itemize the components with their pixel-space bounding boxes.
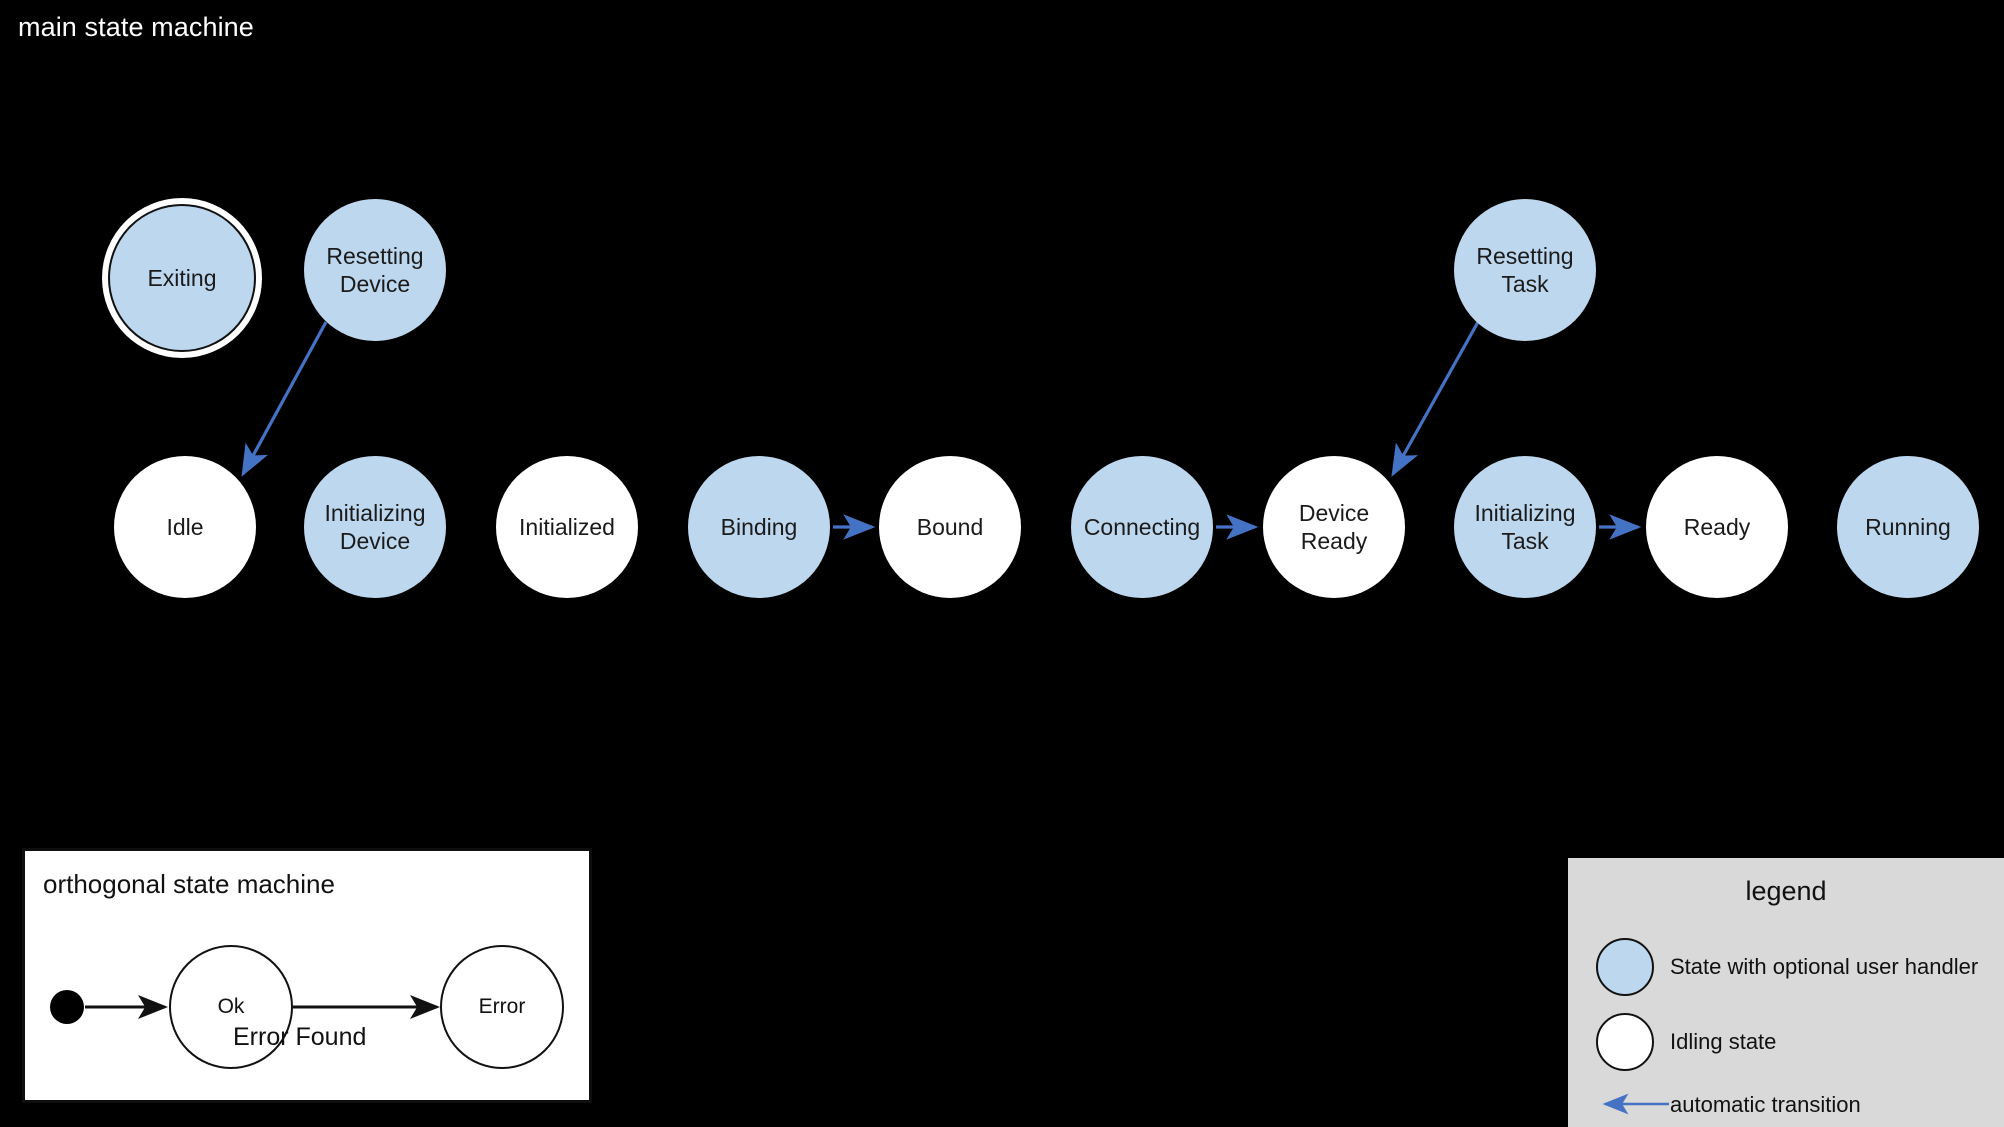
state-node-initializing-device[interactable]: Initializing Device bbox=[304, 456, 446, 598]
ortho-state-node-ok[interactable]: Ok bbox=[169, 945, 293, 1069]
page-title: main state machine bbox=[18, 12, 254, 42]
ortho-state-label-error: Error bbox=[478, 995, 526, 1018]
state-node-connecting[interactable]: Connecting bbox=[1071, 456, 1213, 598]
state-label-initializing-task: Initializing Task bbox=[1474, 499, 1576, 554]
orthogonal-state-machine-panel: orthogonal state machine Ok Error Error … bbox=[22, 848, 592, 1103]
legend-panel: legend State with optional user handler … bbox=[1568, 858, 2004, 1127]
handler-state-circle-icon bbox=[1596, 938, 1654, 996]
legend-label-automatic-transition: automatic transition bbox=[1670, 1092, 1861, 1117]
state-node-exiting[interactable]: Exiting bbox=[102, 198, 262, 358]
legend-item-idling-state: Idling state bbox=[1596, 1013, 1776, 1071]
state-label-device-ready: Device Ready bbox=[1298, 499, 1370, 554]
orthogonal-transitions-layer bbox=[85, 995, 440, 1019]
legend-title: legend bbox=[1745, 876, 1827, 906]
legend-item-automatic-transition: automatic transition bbox=[1596, 1076, 1861, 1127]
state-label-resetting-task: Resetting Task bbox=[1476, 242, 1574, 297]
state-node-resetting-task[interactable]: Resetting Task bbox=[1454, 199, 1596, 341]
legend-label-idling-state: Idling state bbox=[1670, 1029, 1777, 1054]
state-node-idle[interactable]: Idle bbox=[114, 456, 256, 598]
state-node-running[interactable]: Running bbox=[1837, 456, 1979, 598]
exiting-inner-ring: Exiting bbox=[108, 204, 256, 352]
ortho-state-node-error[interactable]: Error bbox=[440, 945, 564, 1069]
state-label-resetting-device: Resetting Device bbox=[326, 242, 424, 297]
state-label-running: Running bbox=[1865, 513, 1951, 540]
transition-resetting-task-to-device-ready bbox=[1391, 321, 1480, 477]
state-node-initialized[interactable]: Initialized bbox=[496, 456, 638, 598]
legend-item-handler-state: State with optional user handler bbox=[1596, 938, 1978, 996]
transition-resetting-device-to-idle bbox=[241, 321, 328, 477]
state-label-ready: Ready bbox=[1683, 513, 1751, 540]
state-label-initializing-device: Initializing Device bbox=[324, 499, 426, 554]
state-node-binding[interactable]: Binding bbox=[688, 456, 830, 598]
orthogonal-panel-title: orthogonal state machine bbox=[43, 869, 335, 899]
state-node-device-ready[interactable]: Device Ready bbox=[1263, 456, 1405, 598]
state-label-bound: Bound bbox=[916, 513, 984, 540]
state-label-initialized: Initialized bbox=[519, 513, 615, 540]
ortho-state-label-ok: Ok bbox=[217, 995, 245, 1018]
state-label-binding: Binding bbox=[720, 513, 798, 540]
state-label-idle: Idle bbox=[166, 513, 204, 540]
state-node-ready[interactable]: Ready bbox=[1646, 456, 1788, 598]
state-node-bound[interactable]: Bound bbox=[879, 456, 1021, 598]
state-node-initializing-task[interactable]: Initializing Task bbox=[1454, 456, 1596, 598]
initial-state-dot bbox=[50, 990, 84, 1024]
state-node-resetting-device[interactable]: Resetting Device bbox=[304, 199, 446, 341]
idling-state-circle-icon bbox=[1596, 1013, 1654, 1071]
state-label-connecting: Connecting bbox=[1083, 513, 1201, 540]
legend-label-handler-state: State with optional user handler bbox=[1670, 954, 1979, 979]
left-arrow-icon bbox=[1596, 1076, 1669, 1127]
transition-label-error-found: Error Found bbox=[233, 1023, 367, 1051]
state-label-exiting: Exiting bbox=[147, 264, 217, 291]
